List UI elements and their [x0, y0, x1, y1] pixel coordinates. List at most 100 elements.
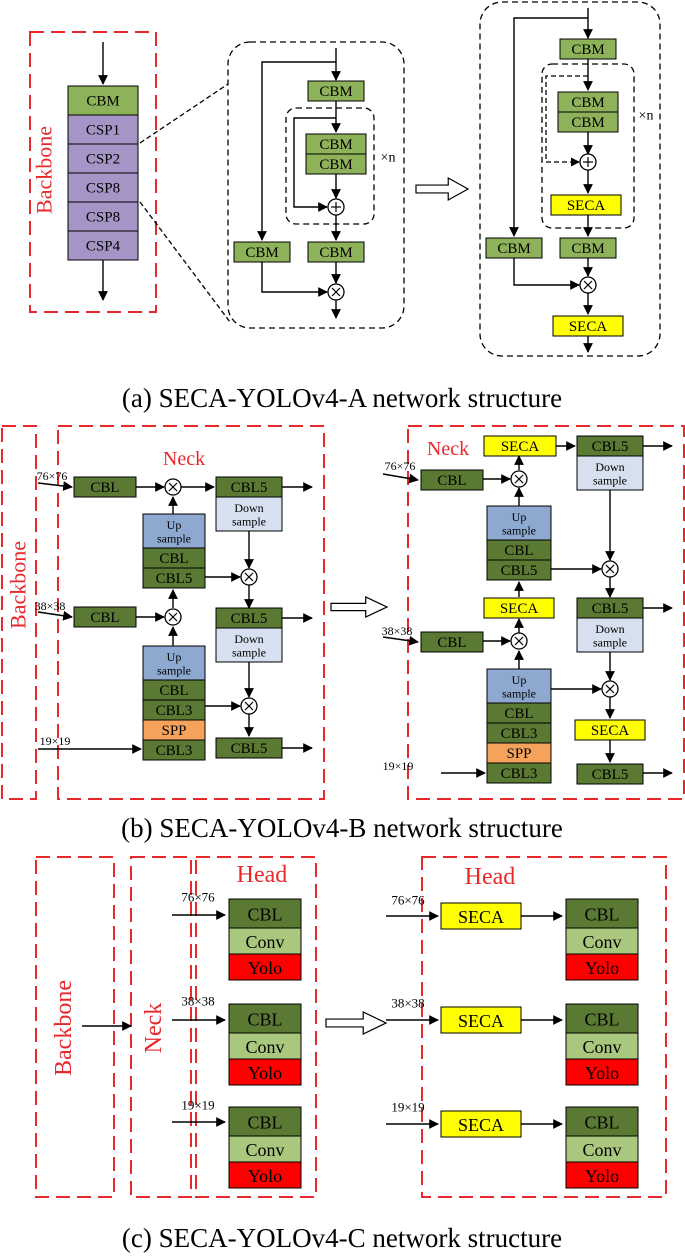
- concat-mul-b-stroke-d2: [583, 280, 593, 290]
- scale-76-left: 76×76: [37, 469, 68, 483]
- csp-branch-line: [257, 61, 336, 241]
- csp-top-cbm-label: CBM: [319, 84, 352, 100]
- backbone-frame-a: [29, 31, 157, 313]
- mul-76-right-stroke-d2: [514, 474, 524, 484]
- head-yolo-left-0-label: Yolo: [248, 958, 282, 978]
- scale-19-left: 19×19: [40, 734, 71, 748]
- spp-left-label: SPP: [161, 723, 186, 739]
- main-cbm-a-label: CBM: [319, 245, 352, 261]
- main-cbm-a: [307, 241, 365, 263]
- backbone-csp4-block-5: [67, 230, 139, 261]
- cbl-lower-right-label: CBL: [504, 706, 533, 722]
- branch-cbm-b: [485, 237, 543, 259]
- in-76-right: [382, 473, 419, 484]
- seca-csp-frame: [479, 1, 661, 357]
- downsample-top-left: [215, 496, 283, 532]
- head-yolo-right-0-label: Yolo: [585, 958, 619, 978]
- cbl5-bottom-right-label: CBL5: [592, 767, 629, 783]
- seca-res-block: [550, 194, 622, 216]
- cbl-76-right-label: CBL: [437, 473, 466, 489]
- cbl5-bottom-right: [576, 763, 644, 785]
- mul-mid-right-stroke-d2: [605, 564, 615, 574]
- seca-top-right: [483, 435, 557, 457]
- scale-38-left: 38×38: [35, 599, 66, 613]
- backbone-csp1-block-1: [67, 114, 139, 145]
- cbl3-bottom-left-label: CBL3: [156, 743, 193, 759]
- head-seca-right-1-label: SECA: [458, 1011, 504, 1031]
- head-cbl-right-0: [565, 898, 639, 929]
- head-yolo-left-1: [228, 1058, 302, 1086]
- cbl-76-left: [73, 476, 137, 498]
- in-76-left: [37, 481, 73, 491]
- downsample-mid-right-label-2: sample: [593, 635, 627, 649]
- neck-frame-b-left: [57, 425, 325, 800]
- downsample-mid-left: [215, 627, 283, 663]
- backbone-csp8-block-3-label: CSP8: [86, 181, 120, 197]
- csp-detail-frame: [227, 41, 405, 329]
- head-cbl-right-2-label: CBL: [584, 1113, 619, 1133]
- head-seca-right-1: [440, 1006, 522, 1034]
- backbone-cbm-block-0-label: CBM: [86, 94, 119, 110]
- head-conv-right-1-label: Conv: [582, 1037, 621, 1057]
- res-cbm-1-label: CBM: [319, 137, 352, 153]
- cbl3-mid-left-label: CBL3: [156, 703, 193, 719]
- seca-res-skip-line: [545, 75, 588, 167]
- head-conv-right-0-label: Conv: [582, 932, 621, 952]
- cbl5-mid-left: [142, 567, 206, 589]
- upsample-low-left: [142, 645, 206, 681]
- head-frame-c-right: [421, 856, 667, 1198]
- main-cbm-b-label: CBM: [571, 241, 604, 257]
- head-conv-left-0: [228, 927, 302, 955]
- backbone-label-c: Backbone: [51, 980, 77, 1076]
- head-yolo-right-1: [565, 1058, 639, 1086]
- res-cbm-2: [305, 153, 367, 175]
- head-yolo-right-2: [565, 1161, 639, 1189]
- head-seca-right-0-label: SECA: [458, 907, 504, 927]
- mul-38-left-stroke-d2: [168, 612, 178, 622]
- neck-label-b-left: Neck: [163, 448, 205, 470]
- branch-cbm-a-label: CBM: [245, 245, 278, 261]
- mul-low-left-stroke-d2: [244, 701, 254, 711]
- scale-76-right: 76×76: [385, 459, 416, 473]
- upsample-top-left-label-2: sample: [157, 531, 191, 545]
- seca-top-right-label: SECA: [501, 439, 540, 455]
- head-cbl-left-2-label: CBL: [247, 1113, 282, 1133]
- seca-branch-line: [509, 17, 588, 237]
- upsample-top-right-label-1: Up: [512, 510, 527, 524]
- head-conv-left-2-label: Conv: [245, 1140, 284, 1160]
- cbl-38-left: [73, 606, 137, 628]
- head-seca-right-2-label: SECA: [458, 1115, 504, 1135]
- cbl-upper-right-label: CBL: [504, 543, 533, 559]
- seca-low-right-label: SECA: [591, 723, 630, 739]
- in-38-right: [382, 635, 419, 646]
- head-conv-left-1: [228, 1032, 302, 1060]
- cbl3-bottom-right-label: CBL3: [501, 766, 538, 782]
- backbone-csp2-block-2-label: CSP2: [86, 152, 120, 168]
- neck-frame-b-right: [407, 425, 685, 800]
- mul-38-right-stroke-d2: [514, 636, 524, 646]
- backbone-csp8-block-4-label: CSP8: [86, 210, 120, 226]
- cbl-76-right: [420, 469, 484, 491]
- in-38-left: [37, 610, 73, 621]
- backbone-csp1-block-1-label: CSP1: [86, 123, 120, 139]
- scale-s38-head-left: 38×38: [181, 994, 214, 1009]
- scale-38-right: 38×38: [382, 624, 413, 638]
- downsample-top-right-label-2: sample: [593, 473, 627, 487]
- backbone-label-a: Backbone: [32, 126, 57, 214]
- head-yolo-left-1-label: Yolo: [248, 1063, 282, 1083]
- upsample-low-right-label-1: Up: [512, 673, 527, 687]
- transform-arrow-c: [325, 1011, 388, 1035]
- head-conv-right-1: [565, 1032, 639, 1060]
- repeat-label-b: ×n: [639, 109, 654, 124]
- cbl5-bottom-left: [215, 737, 283, 759]
- branch-to-mul-a: [261, 262, 328, 297]
- branch-cbm-b-label: CBM: [497, 241, 530, 257]
- backbone-csp8-block-4: [67, 201, 139, 232]
- upsample-low-left-label-2: sample: [157, 663, 191, 677]
- mul-low-right-stroke-d2: [605, 684, 615, 694]
- res-cbm-2-label: CBM: [319, 157, 352, 173]
- head-seca-right-2: [440, 1110, 522, 1138]
- cbl5-top-right-label: CBL5: [592, 439, 629, 455]
- seca-out-block-label: SECA: [569, 319, 608, 335]
